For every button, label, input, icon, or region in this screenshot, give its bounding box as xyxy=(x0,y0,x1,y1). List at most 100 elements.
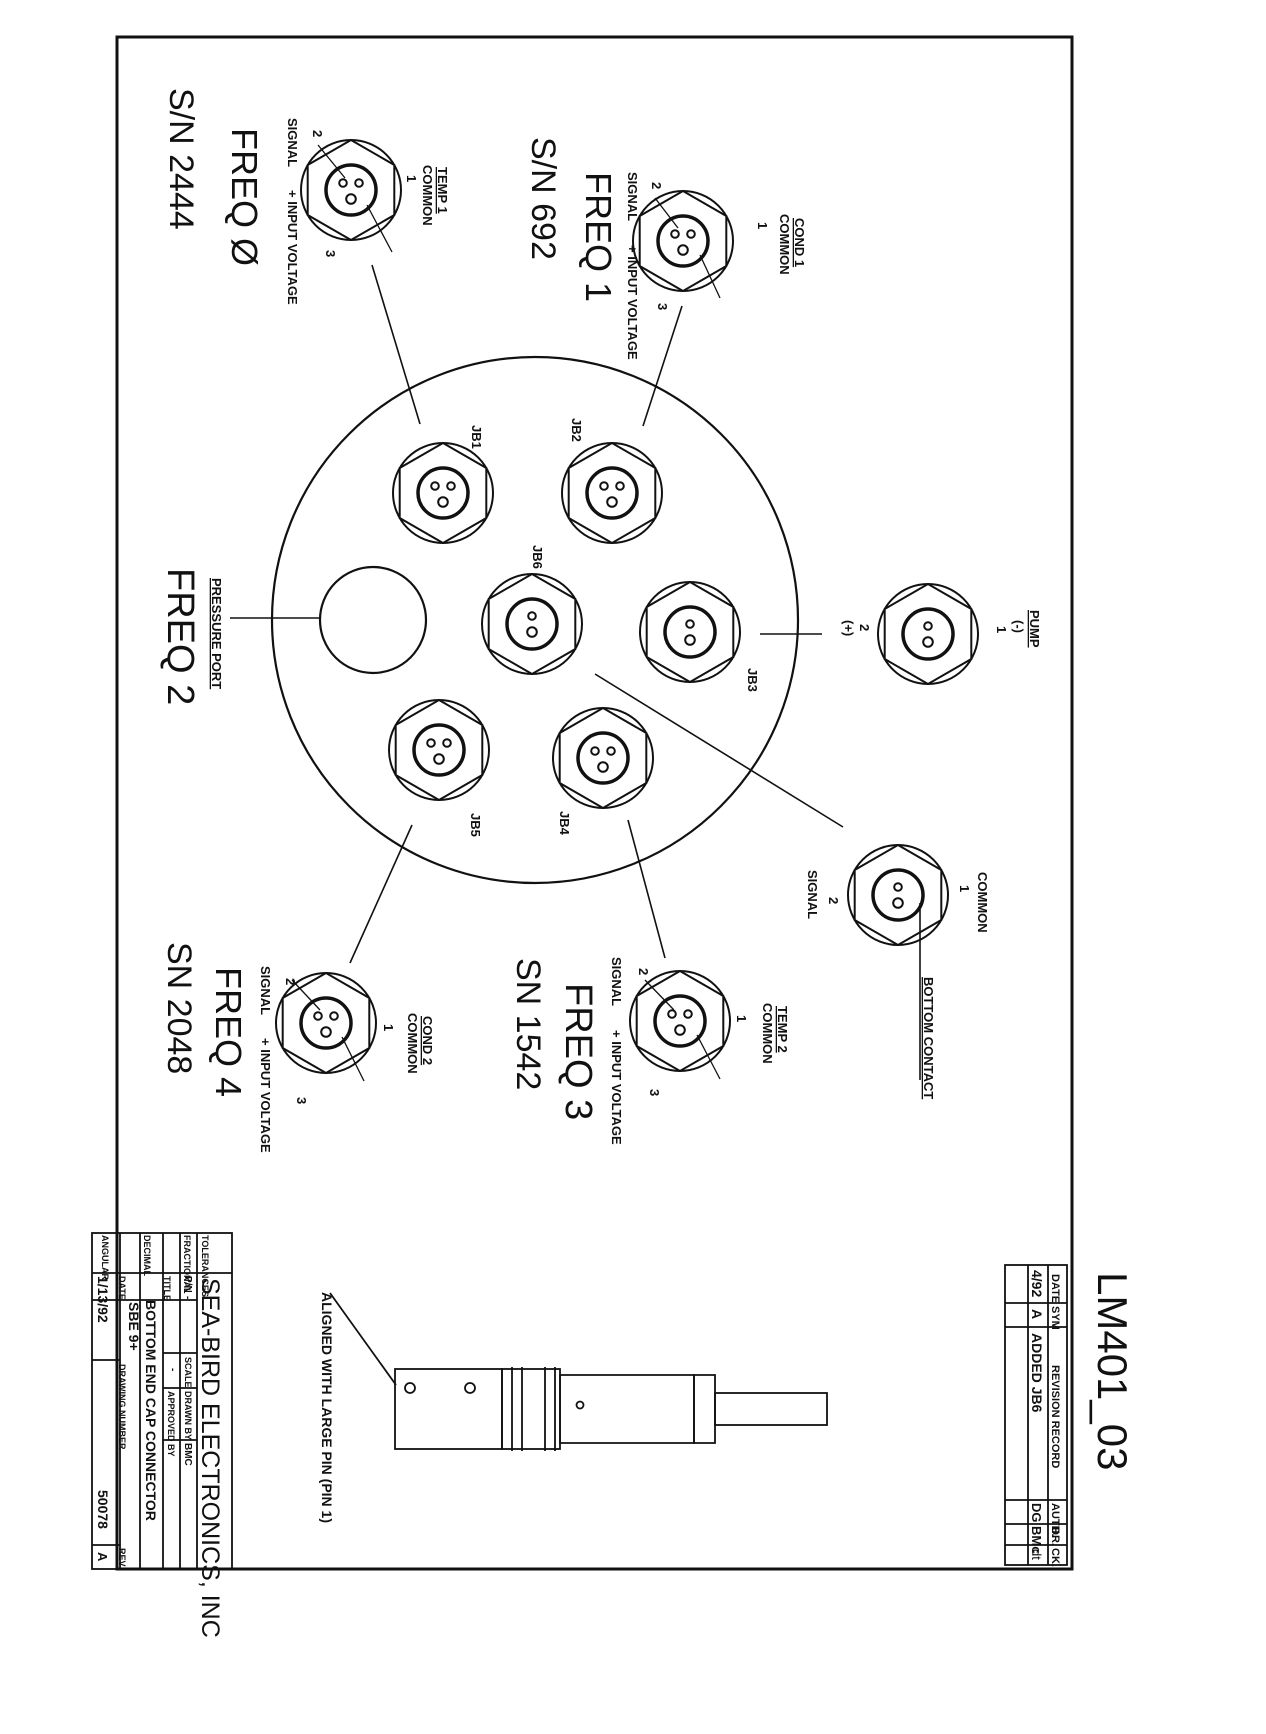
pressure-port-hole xyxy=(318,565,428,675)
cond2-pin3: 3 xyxy=(294,1097,309,1104)
tb-drawing-number-label: DRAWING NUMBER xyxy=(117,1364,127,1450)
pump-title: PUMP xyxy=(1027,610,1042,648)
rev-header-dr: DR. xyxy=(1049,1527,1061,1546)
tb-decimal: DECIMAL xyxy=(142,1235,152,1276)
tb-fractional: FRACTIONAL xyxy=(182,1235,192,1294)
tb-angular: ANGULAR xyxy=(100,1235,110,1280)
tb-drawn-by-value: BMC xyxy=(182,1443,193,1466)
bottom-contact-pin1: 1 xyxy=(957,885,972,892)
doc-id-note: LM401_03 xyxy=(1089,1272,1136,1471)
sn4-note: SN 2048 xyxy=(160,942,198,1074)
drawing-border xyxy=(115,35,1074,1571)
bottom-contact-common: COMMON xyxy=(975,872,990,933)
pump-pin2: 2 xyxy=(857,624,872,631)
pump-minus: (-) xyxy=(1011,620,1026,633)
sn0-note: S/N 2444 xyxy=(162,88,200,230)
rev-row-dr: DG xyxy=(1029,1503,1044,1523)
tb-title-label: TITLE xyxy=(162,1276,172,1301)
jb1-label: JB1 xyxy=(469,425,484,449)
company-name: SEA-BIRD ELECTRONICS, INC xyxy=(196,1278,224,1638)
cond1-pin1: 1 xyxy=(755,222,770,229)
temp1-signal: SIGNAL xyxy=(285,118,300,167)
aligned-note: ALIGNED WITH LARGE PIN (PIN 1) xyxy=(319,1292,335,1523)
jb3-connector xyxy=(638,580,742,684)
tb-tolerances: TOLERANCES xyxy=(200,1235,210,1297)
cond2-connector xyxy=(274,971,378,1075)
temp1-connector xyxy=(299,138,403,242)
temp1-pin3: 3 xyxy=(323,250,338,257)
jb2-connector xyxy=(560,441,664,545)
temp2-pin2: 2 xyxy=(636,968,651,975)
temp2-common: COMMON xyxy=(760,1003,775,1064)
temp1-pin2: 2 xyxy=(310,130,325,137)
tb-pn-label: P/N xyxy=(182,1276,193,1293)
sn3-note: SN 1542 xyxy=(509,958,547,1090)
cond2-title: COND 2 xyxy=(420,1016,435,1065)
cond1-input: + INPUT VOLTAGE xyxy=(625,245,640,360)
tb-scale-label: SCALE xyxy=(183,1357,193,1388)
tb-approved-by: APPROVED BY xyxy=(166,1391,176,1457)
cond1-connector xyxy=(631,189,735,293)
jb6-label: JB6 xyxy=(530,545,545,569)
bottom-contact-signal: SIGNAL xyxy=(805,870,820,919)
freq4-note: FREQ 4 xyxy=(208,967,249,1097)
jb2-label: JB2 xyxy=(569,418,584,442)
cond2-input: + INPUT VOLTAGE xyxy=(258,1038,273,1153)
title-block xyxy=(91,1232,233,1570)
rev-header-ck: CK. xyxy=(1049,1548,1061,1567)
rev-header-date: DATE xyxy=(1049,1274,1061,1303)
tb-title-line1: BOTTOM END CAP CONNECTOR xyxy=(143,1300,159,1521)
temp2-pin1: 1 xyxy=(734,1015,749,1022)
jb3-label: JB3 xyxy=(745,668,760,692)
pump-pin1: 1 xyxy=(994,626,1009,633)
rev-row-date: 4/92 xyxy=(1029,1270,1045,1297)
jb5-connector xyxy=(387,698,491,802)
rev-row-ck: BMc xyxy=(1029,1526,1044,1553)
tb-drawn-by: DRAWN BY xyxy=(183,1391,193,1440)
bottom-contact-pin2: 2 xyxy=(826,897,841,904)
rev-header-sym: SYM xyxy=(1049,1306,1061,1330)
tb-rev-value: A xyxy=(95,1552,110,1562)
freq2-note: FREQ 2 xyxy=(159,568,201,705)
cond2-pin1: 1 xyxy=(381,1024,396,1031)
tb-pn-value: - xyxy=(182,1296,193,1299)
temp1-title: TEMP 1 xyxy=(435,167,450,214)
tb-drawing-number: 50078 xyxy=(95,1490,111,1529)
pump-plus: (+) xyxy=(841,620,856,636)
jb4-connector xyxy=(551,706,655,810)
connector-profile xyxy=(329,1292,828,1451)
leader-lines xyxy=(230,264,921,1080)
rev-header-auth: AUTH. xyxy=(1049,1503,1061,1537)
temp2-pin3: 3 xyxy=(647,1089,662,1096)
revision-table xyxy=(1004,1264,1068,1566)
cond1-common: COMMON xyxy=(777,214,792,275)
temp2-input: + INPUT VOLTAGE xyxy=(609,1030,624,1145)
cond1-pin2: 2 xyxy=(649,182,664,189)
pump-connector xyxy=(876,582,980,686)
sn1-note: S/N 692 xyxy=(524,137,562,260)
tb-scale-value: - xyxy=(167,1368,178,1371)
tb-rev-label: REV xyxy=(117,1548,127,1567)
freq3-note: FREQ 3 xyxy=(557,983,599,1120)
temp1-input: + INPUT VOLTAGE xyxy=(285,190,300,305)
freq0-note: FREQ Ø xyxy=(224,128,265,266)
cond2-signal: SIGNAL xyxy=(258,966,273,1015)
rev-row-ck2: dt xyxy=(1029,1549,1044,1560)
temp1-pin1: 1 xyxy=(404,175,419,182)
jb4-label: JB4 xyxy=(557,811,572,836)
cond1-pin3: 3 xyxy=(655,303,670,310)
cond2-common: COMMON xyxy=(405,1013,420,1074)
temp2-connector xyxy=(628,969,732,1073)
bottom-contact-connector xyxy=(846,843,950,947)
tb-title-line2: SBE 9+ xyxy=(126,1302,142,1351)
cond1-signal: SIGNAL xyxy=(625,172,640,221)
pin-ticks xyxy=(291,144,721,1082)
cond2-pin2: 2 xyxy=(283,978,298,985)
temp2-signal: SIGNAL xyxy=(609,957,624,1006)
rev-header-record: REVISION RECORD xyxy=(1049,1365,1061,1468)
end-cap-outline xyxy=(270,355,800,885)
rev-row-sym: A xyxy=(1029,1309,1045,1319)
temp1-common: COMMON xyxy=(420,165,435,226)
